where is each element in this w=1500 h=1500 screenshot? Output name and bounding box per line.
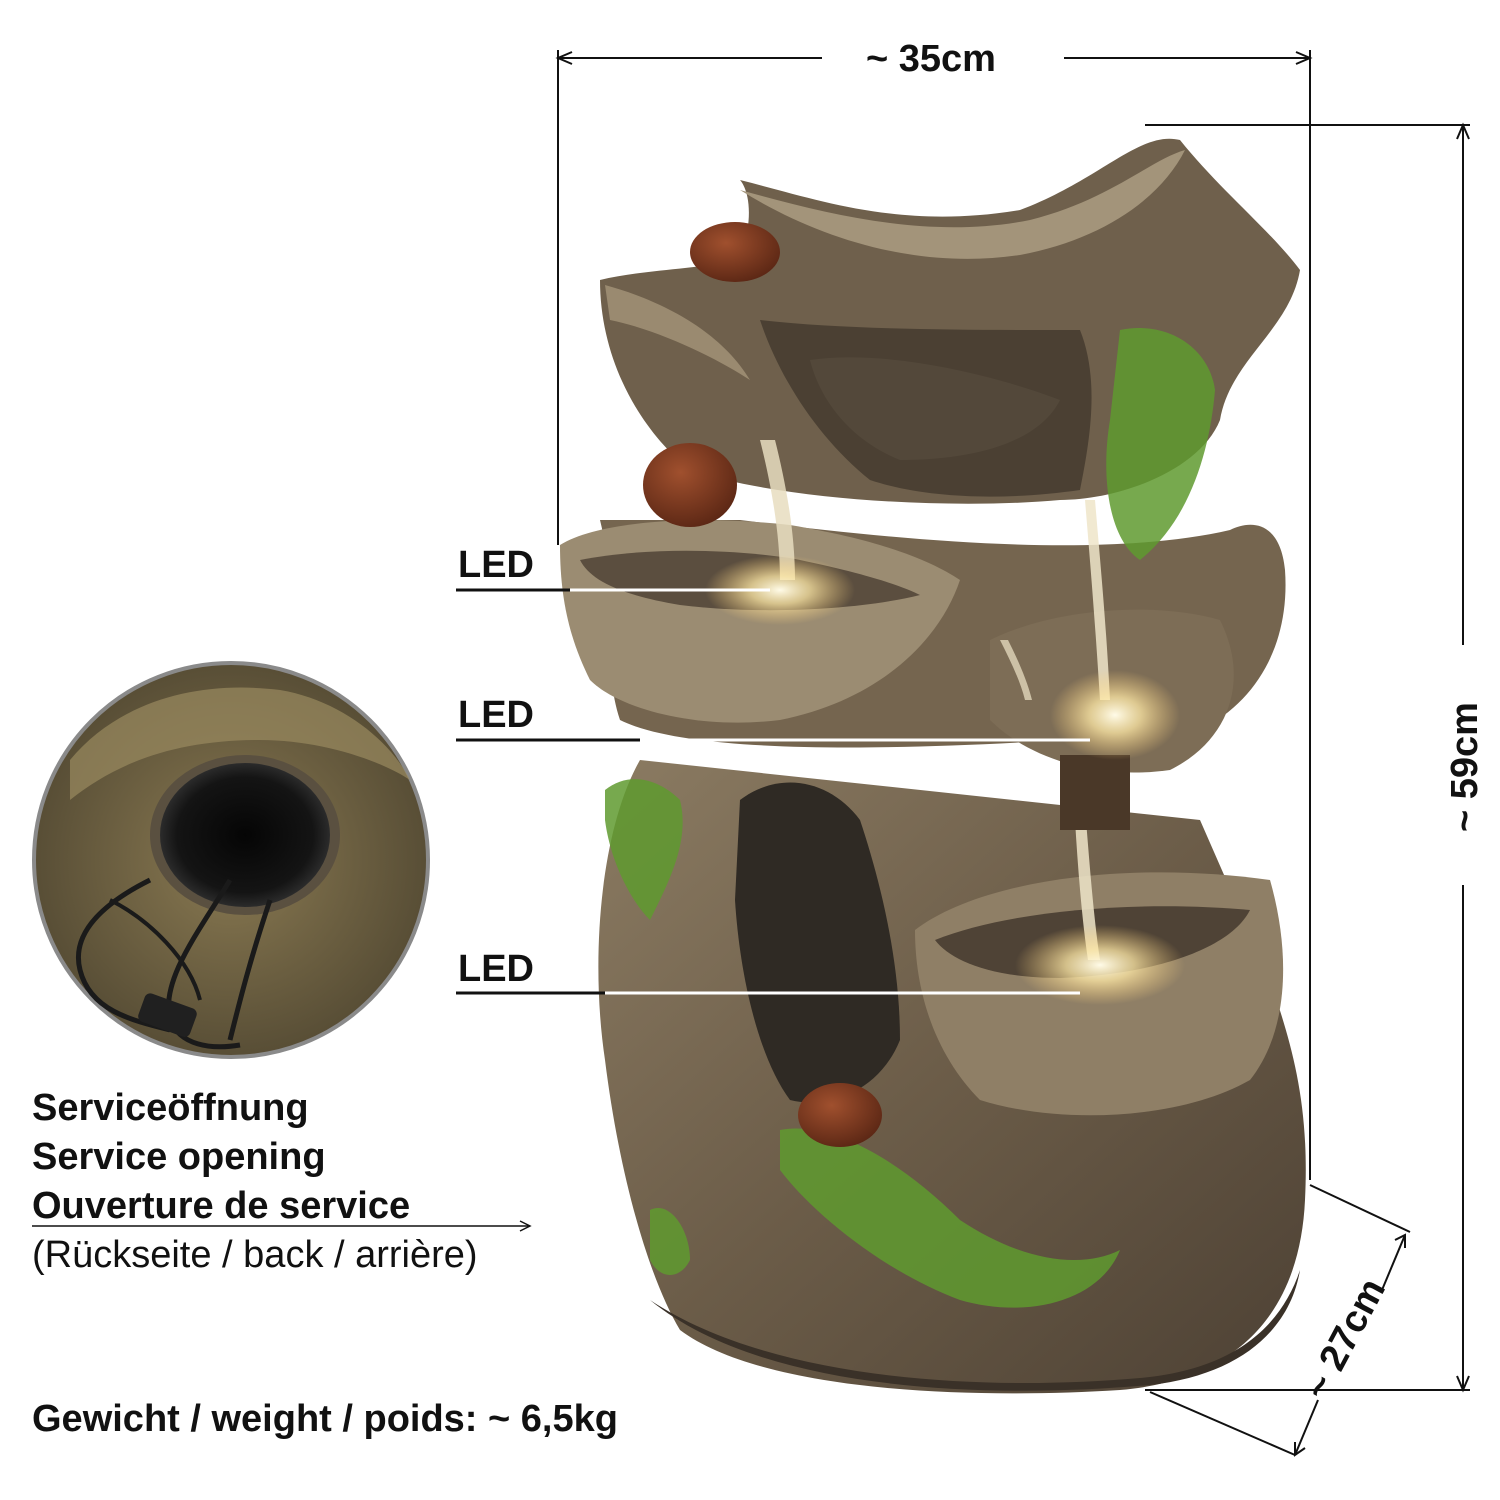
service-opening-caption: Serviceöffnung Service opening Ouverture…: [32, 1084, 478, 1280]
service-opening-location: (Rückseite / back / arrière): [32, 1234, 478, 1276]
dimension-lines: [32, 50, 1470, 1457]
service-opening-fr: Ouverture de service: [32, 1185, 411, 1227]
led-leader-lines: [456, 588, 1090, 995]
led-label-top: LED: [458, 544, 534, 586]
fountain-body: [560, 138, 1306, 1394]
service-opening-photo: [32, 661, 430, 1059]
service-opening-de: Serviceöffnung: [32, 1087, 309, 1129]
width-label: ~ 35cm: [866, 38, 996, 80]
weight-label: Gewicht / weight / poids: ~ 6,5kg: [32, 1398, 618, 1440]
led-label-bottom: LED: [458, 948, 534, 990]
service-opening-en: Service opening: [32, 1136, 326, 1178]
led-label-middle: LED: [458, 694, 534, 736]
height-label: ~ 59cm: [1444, 702, 1486, 832]
